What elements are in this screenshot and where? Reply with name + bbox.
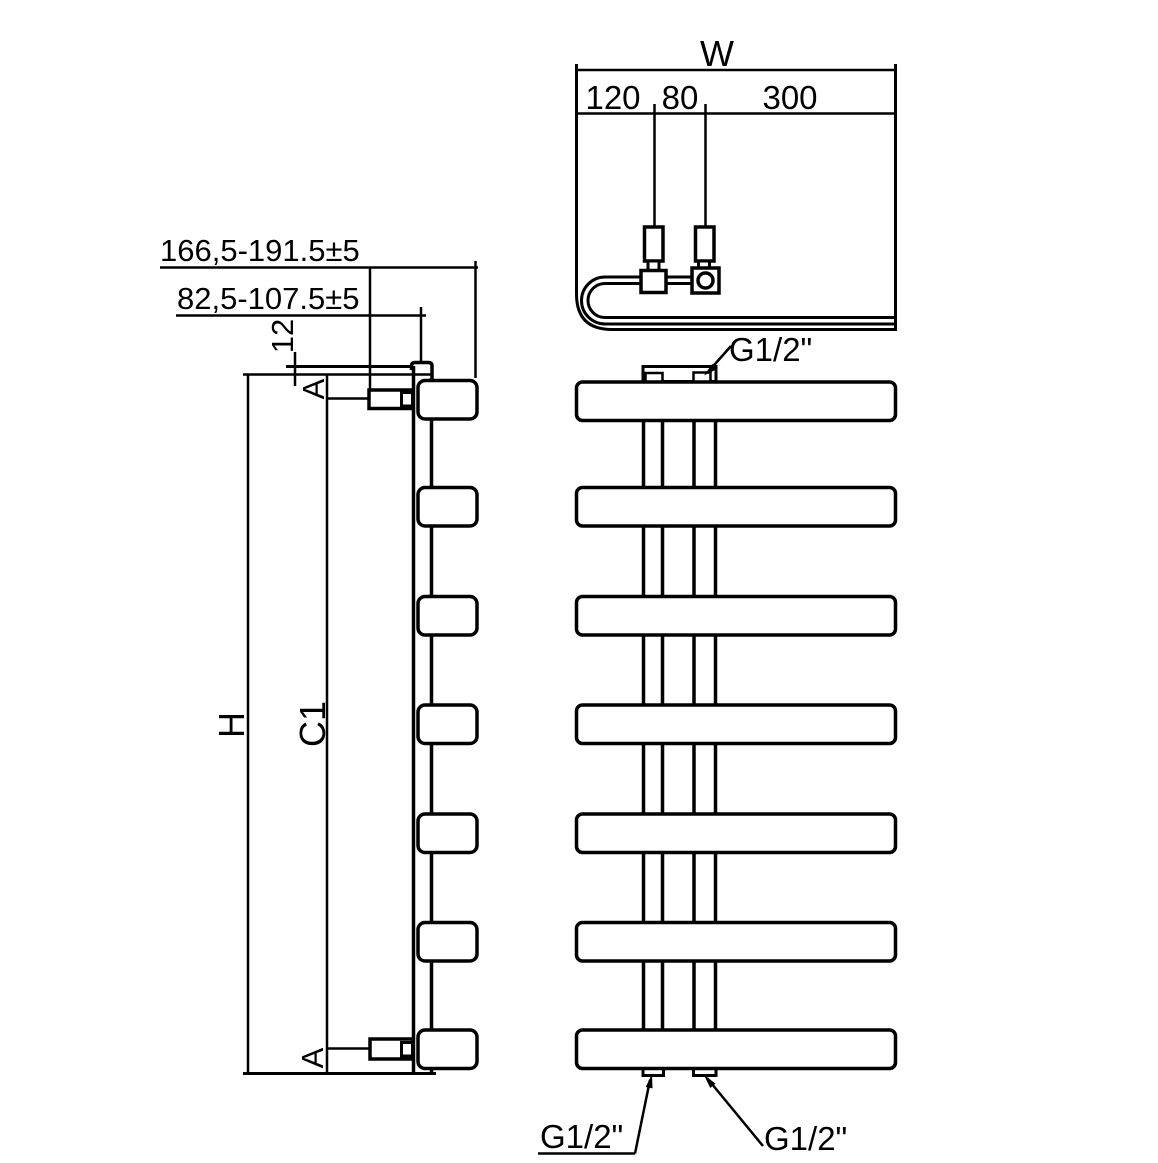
front-leader-bottom-right [706,1077,764,1147]
side-tube-6 [416,920,479,963]
plan-dim-300-label: 300 [762,79,817,116]
side-dim-a-bottom-label: A [295,1047,330,1068]
towel-bar-2 [574,485,898,528]
towel-bar-1 [574,380,898,423]
side-dim-h-label: H [211,712,252,738]
front-conn-bottom-left-label: G1/2" [540,1118,623,1155]
plan-dim-80-label: 80 [662,79,699,116]
side-tube-7 [416,1028,479,1071]
side-dim-c1-label: C1 [292,701,333,747]
side-dim-12-label: 12 [265,319,300,353]
side-tube-4 [416,703,479,746]
front-leader-bottom-left [633,1079,652,1154]
towel-bar-4 [574,703,898,746]
plan-ubend-inner [586,282,896,319]
plan-ubend-outer [579,275,896,326]
side-bracket-bottom [368,1037,415,1061]
plan-dim-120-label: 120 [585,79,640,116]
side-tube-2 [416,485,479,528]
side-rail-top-cap [409,360,434,379]
side-tube-sections [416,378,479,1071]
front-towel-bars [574,380,898,1071]
plan-valve-right [690,225,721,295]
towel-bar-3 [574,594,898,637]
side-bracket-top [367,388,415,411]
plan-view: W 120 80 300 [575,33,897,331]
side-tube-3 [416,594,479,637]
side-tube-5 [416,812,479,855]
side-tube-1 [416,378,479,421]
front-leader-bottom-left-arrowhead [645,1074,653,1089]
plan-valve-left [639,225,668,295]
towel-bar-7 [574,1028,898,1071]
front-view: G1/2" G1/2" G1/2" [538,331,898,1157]
front-leader-bottom-right-arrowhead [704,1075,716,1088]
side-dim-82-label: 82,5-107.5±5 [177,281,360,316]
towel-bar-6 [574,920,898,963]
side-dim-166-label: 166,5-191.5±5 [160,233,360,268]
side-view: 166,5-191.5±5 82,5-107.5±5 12 A A H C1 [160,233,479,1075]
plan-valve-port-circle [696,271,715,290]
front-conn-top-label: G1/2" [729,331,812,368]
plan-dim-w-label: W [700,33,734,74]
plan-outline-left-bottom [575,64,897,331]
side-dim-a-top-label: A [296,378,331,399]
front-leader-top-arrowhead [704,363,717,376]
front-conn-bottom-right-label: G1/2" [764,1120,847,1157]
towel-bar-5 [574,812,898,855]
